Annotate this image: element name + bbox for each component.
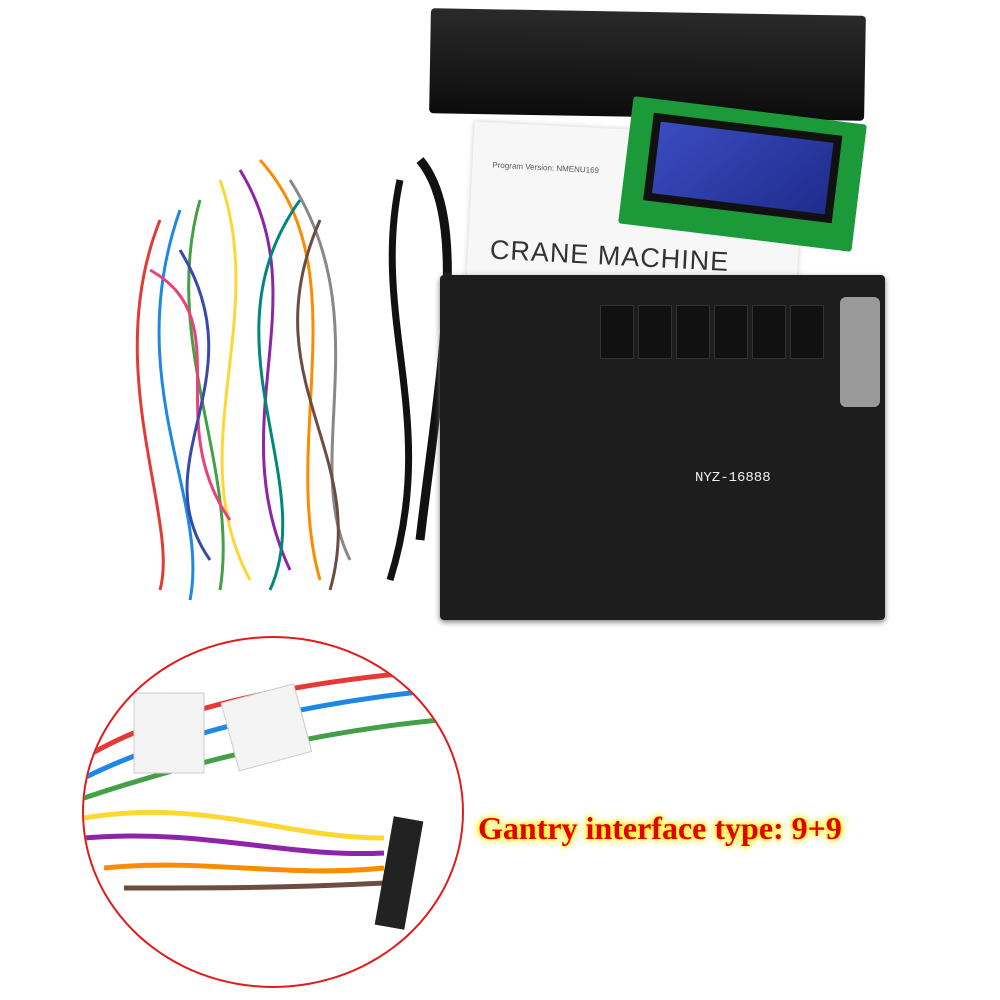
manual-title: CRANE MACHINE: [489, 234, 730, 277]
wire-harness: [135, 157, 452, 601]
closeup-wires: [84, 665, 462, 930]
relay: [752, 305, 786, 359]
relay: [600, 305, 634, 359]
relay: [714, 305, 748, 359]
relay: [638, 305, 672, 359]
lcd-screen: [643, 112, 843, 224]
board-model-label: NYZ-16888: [695, 470, 771, 486]
db25-connector: [840, 297, 880, 407]
connector-closeup-inset: [82, 636, 464, 988]
relay: [790, 305, 824, 359]
gantry-interface-caption: Gantry interface type: 9+9: [478, 810, 842, 846]
relay: [676, 305, 710, 359]
pcb-board: NYZ-16888: [440, 275, 885, 620]
program-version-text: Program Version: NMENU169: [492, 160, 600, 176]
